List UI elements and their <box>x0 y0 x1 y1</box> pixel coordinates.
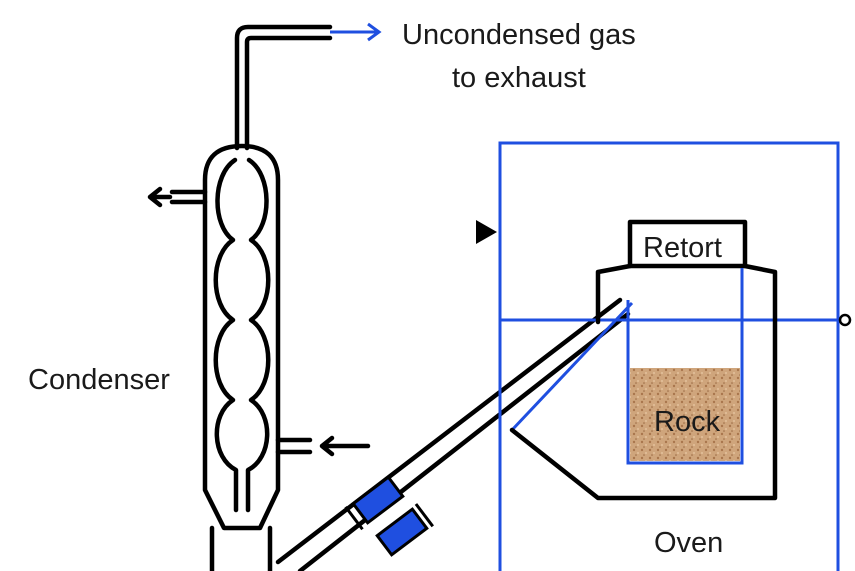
clamp-upper <box>344 475 405 531</box>
transfer-tube-outer <box>275 297 623 565</box>
transfer-tube-inner <box>297 311 631 571</box>
gas-label-line1: Uncondensed gas <box>402 19 636 51</box>
gas-label-line2: to exhaust <box>452 62 586 94</box>
gas-outlet-tube <box>234 24 333 151</box>
water-out-tube <box>169 189 208 205</box>
rock-sample <box>630 368 740 461</box>
water-out-arrow-icon <box>147 186 173 208</box>
rock-label: Rock <box>654 406 721 438</box>
transfer-tube <box>275 297 631 571</box>
retort <box>509 219 778 501</box>
vapour-flow-line <box>510 301 634 432</box>
retort-body <box>509 263 778 501</box>
clamp-lower <box>375 503 434 557</box>
retort-label: Retort <box>643 232 722 264</box>
exhaust-arrow-icon <box>367 22 382 42</box>
condenser-bulbs <box>213 157 271 513</box>
water-in-tube <box>275 437 313 455</box>
connector-dot-icon <box>838 313 852 327</box>
condenser-label: Condenser <box>28 364 170 396</box>
condenser-jacket <box>202 143 281 531</box>
retort-lid <box>627 219 748 269</box>
oven-frame <box>498 141 840 571</box>
oven <box>476 141 852 571</box>
retort-inner-container <box>626 268 744 465</box>
oven-label: Oven <box>654 527 723 559</box>
condenser-stem <box>209 525 273 571</box>
pointer-triangle-icon <box>476 220 497 244</box>
water-in-arrow-icon <box>319 435 371 457</box>
condenser <box>147 22 382 571</box>
